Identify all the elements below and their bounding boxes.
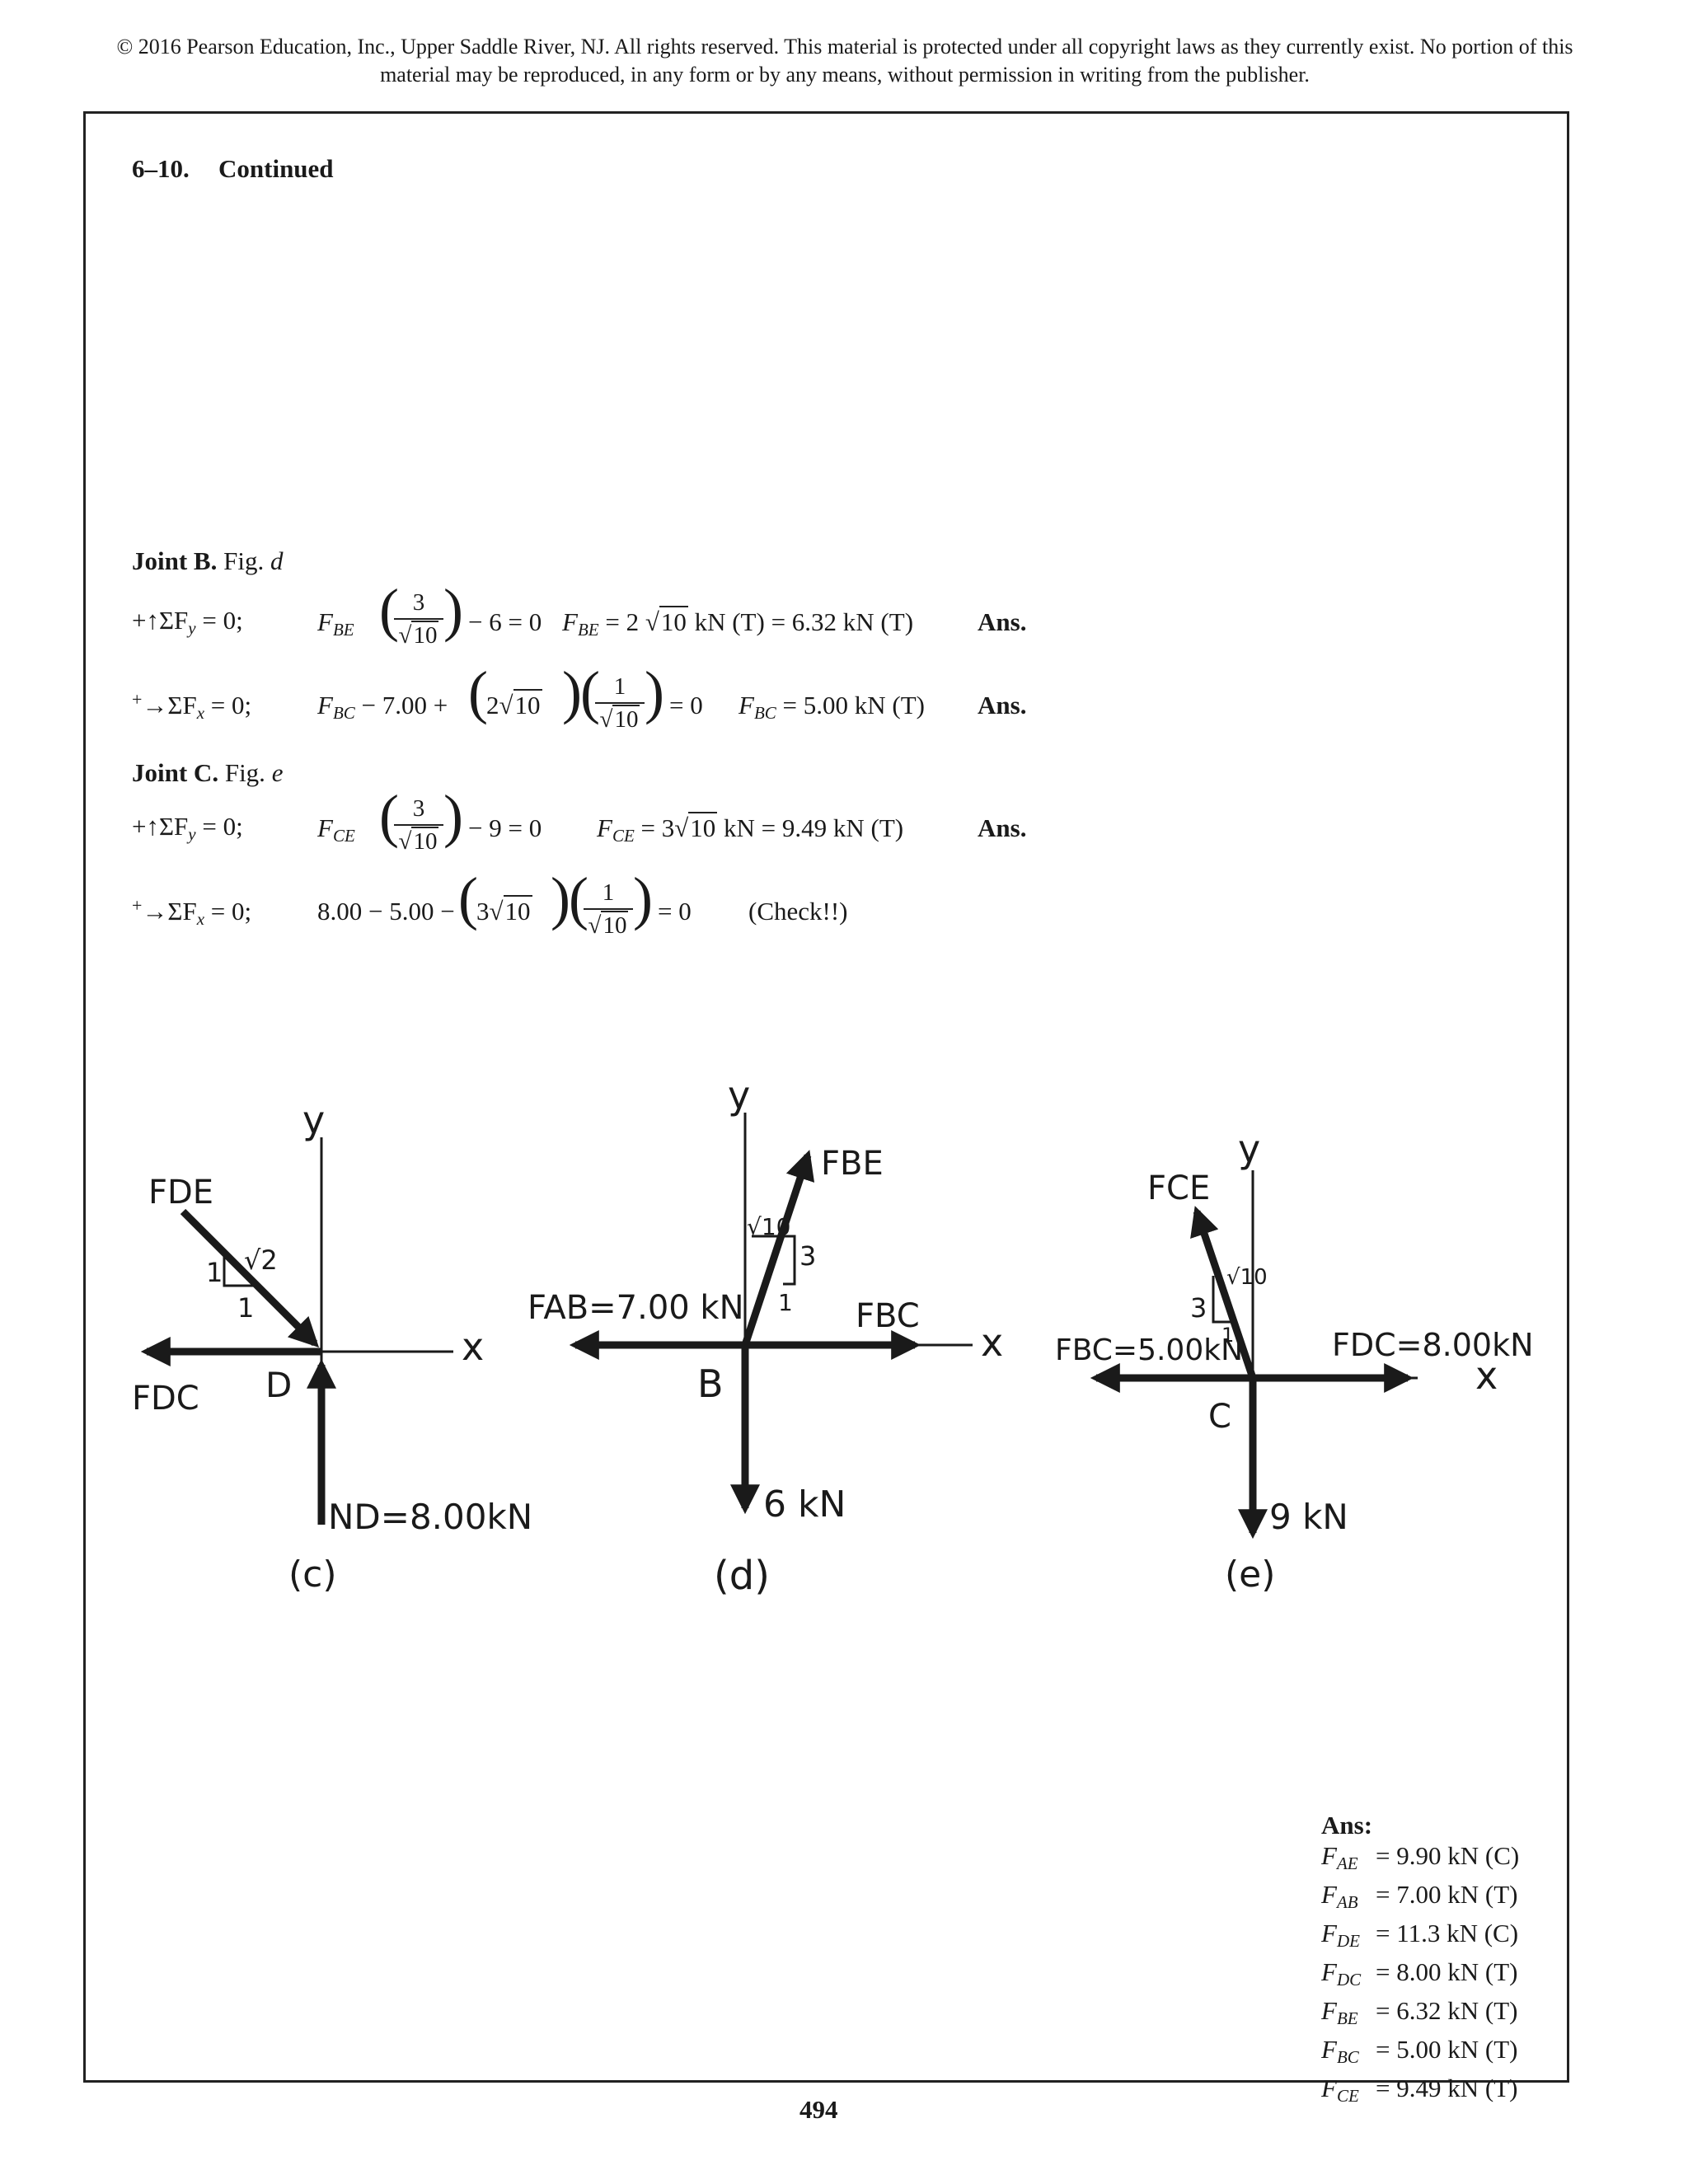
joint-c-eq2-coefficient: 3√10 [476,895,532,926]
slope-vertical-label: 3 [799,1240,816,1272]
axis-y-label: y [1238,1127,1260,1171]
axis-y-label: y [302,1098,325,1142]
slope-horizontal-label: 1 [237,1292,254,1324]
joint-b-sum-fy-condition: +↑ΣFy = 0; [132,606,243,638]
answer-summary: Ans: FAE= 9.90 kN (C) FAB= 7.00 kN (T) F… [1321,1810,1519,2111]
force-de-arrow [180,1208,320,1348]
joint-b-eq2-coefficient: 2√10 [486,689,542,719]
joint-c-eq1-rest: − 9 = 0 [468,813,542,842]
joint-c-eq2-rest: = 0 [658,897,692,926]
force-dc-label: FDC=8.00kN [1332,1327,1534,1363]
force-be-label: FBE [821,1145,884,1183]
right-paren: ) [443,577,463,643]
slope-vertical-label: 1 [206,1257,223,1288]
slope-vertical-label: 3 [1190,1292,1207,1324]
slope-triangle [223,1253,257,1287]
figure-e-caption: (e) [1225,1554,1275,1596]
answer-row: FDC= 8.00 kN (T) [1321,1957,1518,1990]
axis-x-label: x [981,1320,1003,1365]
joint-c-eq1-fraction: 3 √10 [394,794,443,855]
left-paren: ( [379,577,399,643]
joint-c-label: C [1208,1398,1231,1436]
joint-c-sum-fy-condition: +↑ΣFy = 0; [132,812,243,844]
answer-row: FCE= 9.49 kN (T) [1321,2074,1518,2106]
page-number: 494 [799,2095,838,2124]
problem-continued-label: Continued [218,154,334,183]
joint-b-eq1-fraction: 3 √10 [394,588,443,649]
joint-b-eq2-result: FBC = 5.00 kN (T) [738,691,925,723]
left-paren: ( [458,865,478,931]
force-ce-label: FCE [1147,1169,1210,1207]
joint-b-eq2-lead: FBC − 7.00 + [317,691,448,723]
solution-frame [83,111,1569,2083]
force-be-arrow [741,1150,815,1347]
joint-b-eq2-rest: = 0 [669,691,703,719]
joint-b-eq1-force: FBE [317,607,354,640]
problem-number: 6–10. [132,154,190,183]
slope-horizontal-label: 1 [1221,1324,1234,1347]
answer-row: FAE= 9.90 kN (C) [1321,1841,1520,1873]
slope-hypotenuse-label: √10 [1226,1265,1268,1290]
answer-marker: Ans. [978,607,1027,636]
force-ab-label: FAB=7.00 kN [528,1289,744,1327]
joint-b-heading: Joint B. Fig. d [132,546,284,575]
force-bc-label: FBC=5.00kN [1055,1333,1243,1367]
joint-b-eq2-fraction: 1 √10 [595,673,645,733]
joint-b-label: B [697,1361,724,1406]
answer-row: FAB= 7.00 kN (T) [1321,1880,1518,1912]
answer-row: FBC= 5.00 kN (T) [1321,2035,1518,2067]
figure-d-caption: (d) [714,1553,770,1599]
joint-c-sum-fx-condition: +→ΣFx = 0; [132,895,252,929]
force-de-label: FDE [148,1174,213,1212]
joint-c-heading: Joint C. Fig. e [132,758,284,787]
joint-d-label: D [265,1365,292,1405]
answer-marker: Ans. [978,813,1027,842]
check-note: (Check!!) [748,897,848,926]
force-ce-arrow [1190,1206,1257,1380]
right-paren: ) [562,659,582,725]
axis-x-label: x [1475,1353,1498,1398]
right-paren: ) [633,865,653,931]
answer-summary-title: Ans: [1321,1811,1373,1840]
figure-e-joint-c: y x FCE FBC=5.00kN FDC=8.00kN C 3 √10 1 … [1055,1127,1534,1596]
axis-y-label: y [728,1073,750,1118]
joint-b-eq1-result: FBE = 2 √10 kN (T) = 6.32 kN (T) [562,606,914,640]
joint-b-sum-fx-condition: +→ΣFx = 0; [132,689,252,723]
figure-d-joint-b: y x FBE FAB=7.00 kN FBC B √10 3 1 6 kN (… [528,1073,1003,1599]
left-paren: ( [580,659,600,725]
slope-horizontal-label: 1 [778,1289,793,1316]
left-paren: ( [468,659,488,725]
slope-triangle [752,1235,796,1286]
load-9kn-label: 9 kN [1269,1497,1348,1537]
right-paren: ) [551,865,570,931]
load-6kn-label: 6 kN [763,1483,846,1526]
slope-triangle [1212,1276,1236,1324]
joint-c-eq1-force: FCE [317,813,355,846]
left-paren: ( [379,783,399,849]
figure-c-caption: (c) [288,1554,337,1596]
joint-c-eq2-fraction: 1 √10 [584,879,633,940]
force-bc-label: FBC [856,1297,920,1335]
slope-hypotenuse-label: √2 [244,1244,278,1276]
right-paren: ) [645,659,664,725]
force-dc-label: FDC [132,1380,199,1418]
axis-x-label: x [462,1324,484,1369]
joint-b-eq1-rest: − 6 = 0 [468,607,542,636]
joint-c-eq2-lead: 8.00 − 5.00 − [317,897,455,926]
left-paren: ( [569,865,588,931]
joint-c-eq1-result: FCE = 3√10 kN = 9.49 kN (T) [597,812,904,846]
answer-row: FDE= 11.3 kN (C) [1321,1919,1519,1951]
slope-hypotenuse-label: √10 [747,1213,790,1240]
right-paren: ) [443,783,463,849]
copyright-notice: © 2016 Pearson Education, Inc., Upper Sa… [116,35,1573,87]
answer-marker: Ans. [978,691,1027,719]
figure-c-joint-d: y x FDE FDC D 1 1 √2 ND=8.00kN (c) [132,1098,532,1596]
reaction-nd-label: ND=8.00kN [328,1497,532,1537]
answer-row: FBE= 6.32 kN (T) [1321,1996,1518,2028]
